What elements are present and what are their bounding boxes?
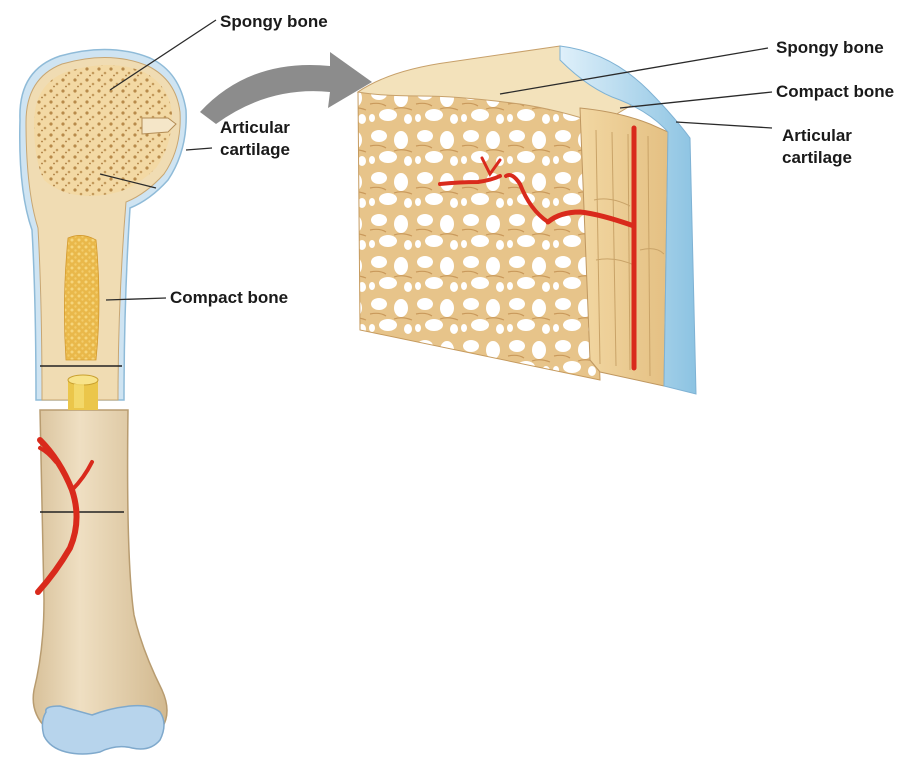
label-compact-bone: Compact bone	[170, 288, 288, 308]
bone-detail-block	[358, 46, 696, 394]
label-detail-spongy-bone: Spongy bone	[776, 38, 884, 58]
label-articular-cartilage-line2: cartilage	[220, 140, 290, 160]
magnify-arrow	[200, 52, 372, 124]
detail-compact-slab	[580, 108, 668, 386]
label-articular-cartilage-line1: Articular	[220, 118, 290, 138]
medullary-cavity	[64, 235, 99, 360]
label-detail-articular-line1: Articular	[782, 126, 852, 146]
label-detail-compact-bone: Compact bone	[776, 82, 894, 102]
distal-articular-cartilage	[42, 706, 164, 754]
label-detail-articular-line2: cartilage	[782, 148, 852, 168]
label-spongy-bone: Spongy bone	[220, 12, 328, 32]
bone-cylinder-cut	[68, 375, 98, 410]
